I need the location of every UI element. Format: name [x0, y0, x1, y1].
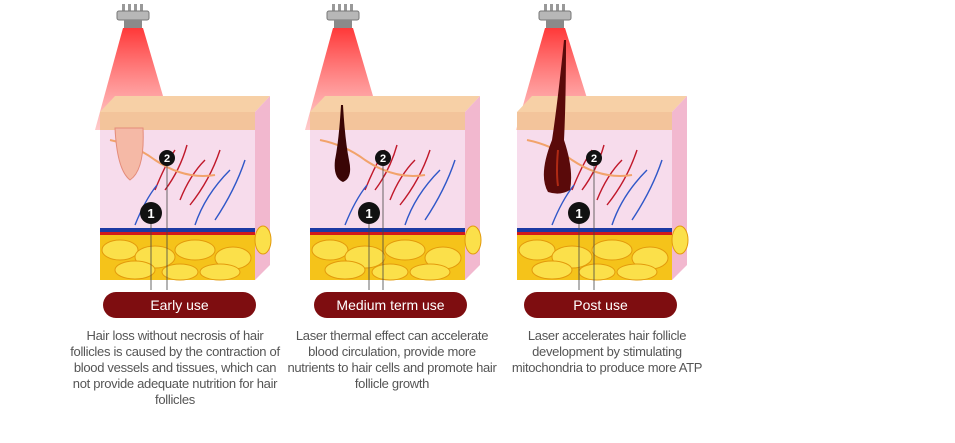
- stage-description-post: Laser accelerates hair follicle developm…: [511, 328, 703, 375]
- svg-text:2: 2: [164, 153, 170, 165]
- svg-text:1: 1: [365, 206, 372, 221]
- stage-panel-early: 2 1 Early use Hair loss without necrosis…: [70, 0, 295, 443]
- stage-label-post: Post use: [524, 292, 677, 318]
- laser-device-icon: [326, 4, 360, 28]
- stage-panel-post: 2 1 Post use Laser accelerates hair foll…: [512, 0, 712, 443]
- stage-panel-medium: 2 1 Medium term use Laser thermal effect…: [287, 0, 505, 443]
- skin-block: [100, 96, 272, 281]
- marker-1: 1: [358, 202, 380, 224]
- svg-text:2: 2: [591, 153, 597, 165]
- stage-label-early: Early use: [103, 292, 256, 318]
- marker-1: 1: [568, 202, 590, 224]
- hair-follicle: [114, 127, 144, 181]
- marker-2: 2: [586, 150, 602, 166]
- skin-block: [310, 96, 482, 281]
- marker-1: 1: [140, 202, 162, 224]
- stage-description-medium: Laser thermal effect can accelerate bloo…: [287, 328, 497, 391]
- marker-2: 2: [375, 150, 391, 166]
- svg-text:2: 2: [380, 153, 386, 165]
- marker-2: 2: [159, 150, 175, 166]
- skin-block: [517, 96, 689, 281]
- stage-description-early: Hair loss without necrosis of hair folli…: [70, 328, 280, 407]
- laser-device-icon: [116, 4, 150, 28]
- hair-strand: [334, 105, 351, 182]
- skin-illustration-early: 2 1: [95, 4, 272, 290]
- skin-illustration-medium: 2 1: [305, 4, 482, 290]
- stage-label-medium: Medium term use: [314, 292, 467, 318]
- svg-text:1: 1: [147, 206, 154, 221]
- hair-strand: [543, 40, 572, 194]
- skin-illustration-post: 2 1: [516, 4, 689, 290]
- svg-text:1: 1: [575, 206, 582, 221]
- laser-device-icon: [538, 4, 572, 28]
